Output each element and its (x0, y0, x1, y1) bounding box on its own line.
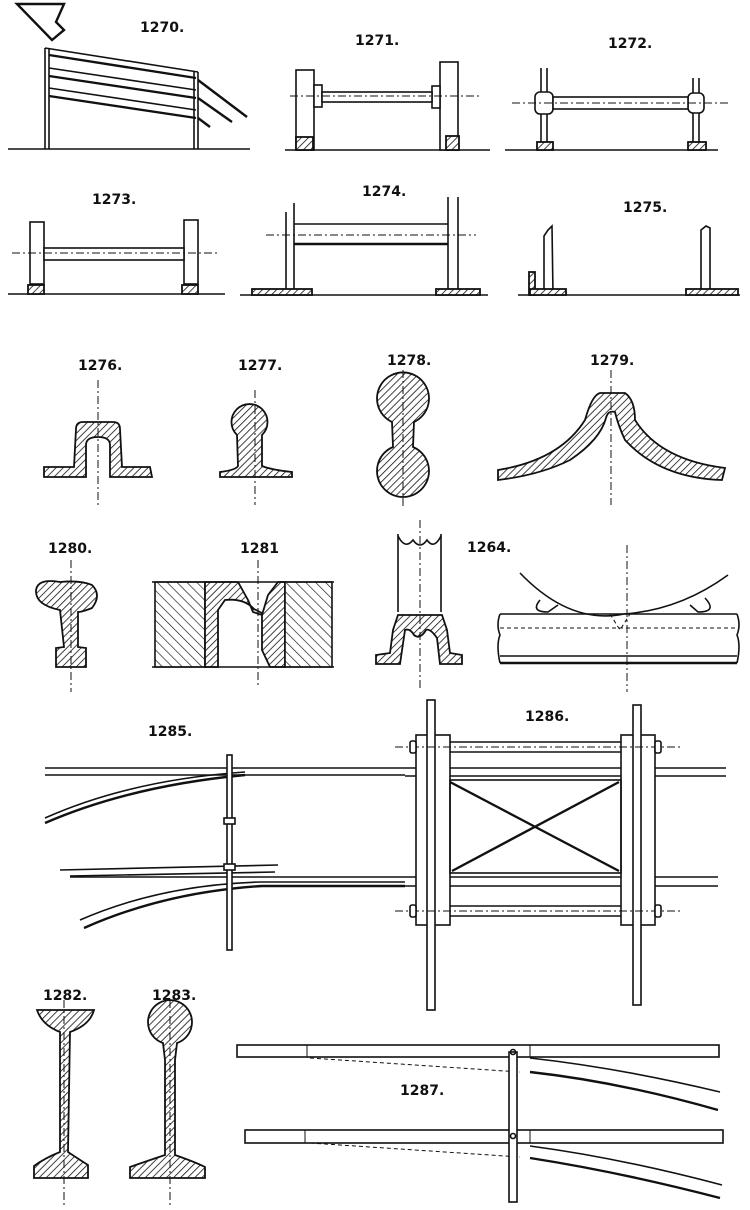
figure-1277: 1277. (219, 358, 293, 505)
figure-1276: 1276. (43, 358, 154, 505)
figure-1271: 1271. (285, 33, 490, 151)
tie-bar (508, 1051, 518, 1203)
wheel-right (183, 219, 199, 285)
figure-1279: 1279. (497, 353, 727, 505)
figure-1286: 1286. (395, 699, 726, 1011)
figure-label-1272: 1272. (608, 36, 652, 52)
figure-label-1277: 1277. (238, 358, 282, 374)
figure-1270: 1270. (8, 2, 250, 150)
figure-1281: 1281 (152, 541, 334, 688)
figure-label-1280: 1280. (48, 541, 92, 557)
axle (321, 91, 433, 103)
figure-1273: 1273. (8, 192, 225, 295)
figure-1283: 1283. (129, 988, 206, 1205)
figure-label-1270: 1270. (140, 20, 184, 36)
tie-rod (226, 754, 233, 951)
rail-section (497, 392, 727, 482)
figure-1282: 1282. (33, 988, 96, 1205)
figure-1284-chair (375, 520, 463, 690)
figure-label-1274: 1274. (362, 184, 406, 200)
chair-section (375, 614, 463, 665)
pointer-mark (14, 2, 66, 42)
figure-1272: 1272. (505, 36, 730, 151)
figure-1285: 1285. (44, 724, 405, 951)
rail-section (33, 1009, 96, 1179)
upper-rail (236, 1044, 720, 1058)
axle (43, 247, 185, 261)
figure-label-1287: 1287. (400, 1083, 444, 1099)
figure-label-1286: 1286. (525, 709, 569, 725)
figure-1274: 1274. (240, 184, 488, 296)
figure-label-1285: 1285. (148, 724, 192, 740)
figure-label-1273: 1273. (92, 192, 136, 208)
figure-1284: 1264. (467, 540, 740, 692)
lower-rail (244, 1129, 724, 1144)
rail-section (129, 999, 206, 1179)
figure-label-1276: 1276. (78, 358, 122, 374)
figure-1280: 1280. (35, 541, 98, 692)
figure-1275: 1275. (518, 200, 740, 296)
figure-1278: 1278. (376, 353, 431, 508)
rail-section (35, 580, 98, 668)
rail-section (219, 403, 293, 478)
figure-label-1281: 1281 (240, 541, 279, 557)
figure-1287: 1287. (236, 1044, 724, 1203)
figure-label-1284: 1264. (467, 540, 511, 556)
figure-label-1283: 1283. (152, 988, 196, 1004)
figure-label-1271: 1271. (355, 33, 399, 49)
figure-label-1278: 1278. (387, 353, 431, 369)
figure-label-1275: 1275. (623, 200, 667, 216)
figure-label-1279: 1279. (590, 353, 634, 369)
figure-label-1282: 1282. (43, 988, 87, 1004)
